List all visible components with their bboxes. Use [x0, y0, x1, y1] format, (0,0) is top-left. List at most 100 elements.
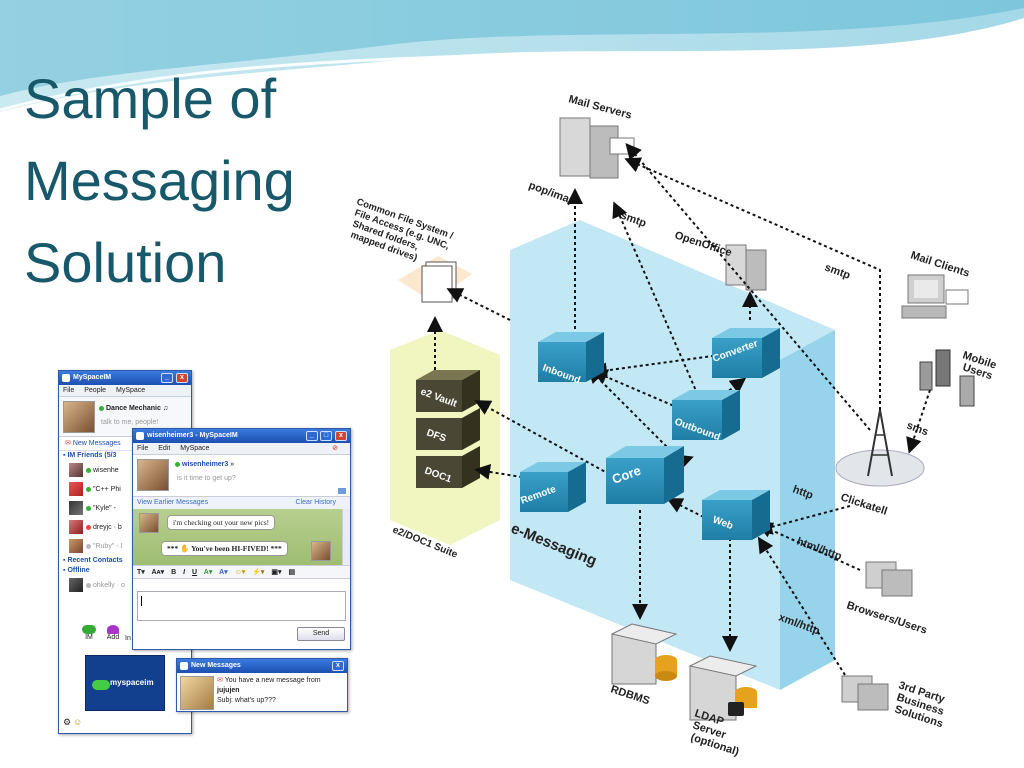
receiver-avatar	[311, 541, 331, 561]
maximize-button[interactable]: □	[320, 431, 332, 441]
text-cursor	[141, 596, 142, 606]
menu-people[interactable]: People	[84, 387, 107, 394]
group-recent-contacts[interactable]: ▪ Recent Contacts	[63, 557, 123, 564]
popup-line-1: You have a new message from	[224, 677, 321, 684]
message-area: i'm checking out your new pics! *** ✋ Yo…	[133, 509, 350, 565]
menu-file[interactable]: File	[63, 387, 75, 394]
friend-item[interactable]: ohkelly · o	[59, 576, 191, 595]
invite-button[interactable]: In	[125, 635, 131, 642]
envelope-icon: ✉	[217, 677, 223, 684]
popup-body[interactable]: ✉ You have a new message from jujujen Su…	[217, 676, 321, 706]
friend-item[interactable]: dreyjc · b	[59, 518, 191, 537]
buddy-panel: wisenheimer3 » is it time to get up?	[133, 455, 350, 497]
text-color-button[interactable]: A▾	[203, 569, 213, 576]
collapse-panel-icon[interactable]	[338, 488, 346, 494]
friend-avatar	[69, 501, 83, 516]
menu-edit[interactable]: Edit	[158, 445, 171, 452]
format-toolbar: T▾ Aᴀ▾ B I U A▾ A▾ ☺▾ ⚡▾ ▣▾ ▤	[133, 565, 350, 579]
add-button[interactable]: Add	[103, 625, 123, 641]
friend-avatar	[69, 539, 83, 554]
mail-servers-node: Mail Servers	[559, 93, 635, 179]
menu-file[interactable]: File	[137, 445, 149, 452]
emoticon-button[interactable]: ☺▾	[234, 569, 246, 576]
vault-stack: e2 Vault DFS DOC1	[416, 370, 480, 488]
app-icon	[136, 432, 144, 440]
common-fs-node: Common File System / File Access (e.g. U…	[350, 196, 472, 303]
chat-window[interactable]: wisenheimer3 - MySpaceIM _ □ x File Edit…	[132, 428, 351, 650]
zap-button[interactable]: ⚡▾	[252, 569, 265, 576]
image-button[interactable]: ▣▾	[271, 569, 282, 576]
online-status-icon	[86, 467, 91, 473]
font-button[interactable]: T▾	[137, 569, 145, 576]
highlight-button[interactable]: A▾	[219, 569, 228, 576]
profile-avatar[interactable]	[63, 401, 95, 433]
close-button[interactable]: x	[332, 661, 344, 671]
friend-item[interactable]: "C++ Phi	[59, 480, 191, 499]
footer-icons: ⚙ ☺	[63, 717, 82, 728]
new-messages-row[interactable]: ✉ New Messages	[59, 437, 191, 451]
friend-item[interactable]: "Ruby" - I	[59, 537, 191, 556]
group-offline[interactable]: ▪ Offline	[63, 567, 90, 574]
underline-button[interactable]: U	[192, 569, 198, 576]
mail-clients-node: Mail Clients	[901, 249, 971, 319]
box-inbound: Inbound	[538, 332, 604, 386]
envelope-icon: ✉	[65, 440, 71, 447]
myspaceim-logo: myspaceim	[85, 655, 165, 711]
menu-myspace[interactable]: MySpace	[180, 445, 210, 452]
group-im-friends[interactable]: ▪ IM Friends (5/3	[63, 452, 117, 459]
smiley-icon[interactable]: ☺	[73, 717, 83, 727]
popup-title: New Messages	[191, 662, 241, 669]
im-button[interactable]: IM	[79, 625, 99, 641]
close-button[interactable]: x	[335, 431, 347, 441]
title-line-1: Sample of	[24, 67, 277, 130]
font-size-button[interactable]: Aᴀ▾	[151, 569, 165, 576]
mobile-users-node: Mobile Users	[919, 349, 998, 407]
history-bar: View Earlier Messages Clear History	[133, 497, 350, 509]
away-status-icon	[86, 524, 91, 530]
mail-servers-label: Mail Servers	[567, 93, 633, 121]
sender-avatar	[180, 676, 214, 710]
browsers-users-node: Browsers/Users	[845, 561, 928, 637]
message-bubble-2: *** ✋ You've been HI-FIVED! ***	[161, 541, 288, 556]
expand-icon[interactable]: »	[230, 461, 235, 468]
online-status-icon	[86, 486, 91, 492]
new-messages-label: New Messages	[72, 440, 121, 447]
clear-history-link[interactable]: Clear History	[295, 499, 336, 506]
more-button[interactable]: ▤	[288, 569, 296, 576]
diagram-canvas: e-Messaging e2/DOC1 Suite e2 Vault DFS D…	[350, 93, 998, 758]
box-core: Core	[606, 446, 684, 504]
minimize-button[interactable]: _	[161, 373, 173, 383]
friend-avatar	[69, 482, 83, 497]
main-title: MySpaceIM	[73, 374, 112, 381]
online-status-icon	[175, 461, 180, 467]
minimize-button[interactable]: _	[306, 431, 318, 441]
ldap-node: LDAP Server (optional)	[688, 655, 758, 758]
scrollbar[interactable]	[342, 509, 350, 565]
rdbms-label: RDBMS	[609, 683, 651, 707]
popup-titlebar[interactable]: New Messages x	[177, 659, 347, 673]
close-button[interactable]: x	[176, 373, 188, 383]
friend-item[interactable]: wisenhe	[59, 461, 191, 480]
new-messages-popup[interactable]: New Messages x ✉ You have a new message …	[176, 658, 348, 712]
message-input[interactable]	[137, 591, 346, 621]
box-converter: Converter	[711, 328, 780, 378]
buddy-avatar[interactable]	[137, 459, 169, 491]
view-earlier-link[interactable]: View Earlier Messages	[137, 499, 209, 506]
chat-titlebar[interactable]: wisenheimer3 - MySpaceIM _ □ x	[133, 429, 350, 443]
rdbms-node: RDBMS	[609, 623, 678, 707]
browsers-users-label: Browsers/Users	[845, 599, 928, 636]
smtp-label-1: smtp	[619, 210, 648, 230]
menu-myspace[interactable]: MySpace	[115, 387, 146, 394]
offline-status-icon	[86, 582, 91, 588]
friend-item[interactable]: "Kyle" -	[59, 499, 191, 518]
main-titlebar[interactable]: MySpaceIM _ x	[59, 371, 191, 385]
bold-button[interactable]: B	[171, 569, 177, 576]
box-web: Web	[702, 490, 770, 540]
profile-status[interactable]: talk to me, people!	[101, 419, 159, 426]
settings-icon[interactable]: ⚙	[63, 717, 72, 727]
openoffice-label: OpenOffice	[673, 229, 733, 259]
chat-title: wisenheimer3 - MySpaceIM	[147, 432, 238, 439]
send-button[interactable]: Send	[297, 627, 345, 641]
block-icon[interactable]: ⊘	[332, 445, 338, 452]
italic-button[interactable]: I	[183, 569, 186, 576]
